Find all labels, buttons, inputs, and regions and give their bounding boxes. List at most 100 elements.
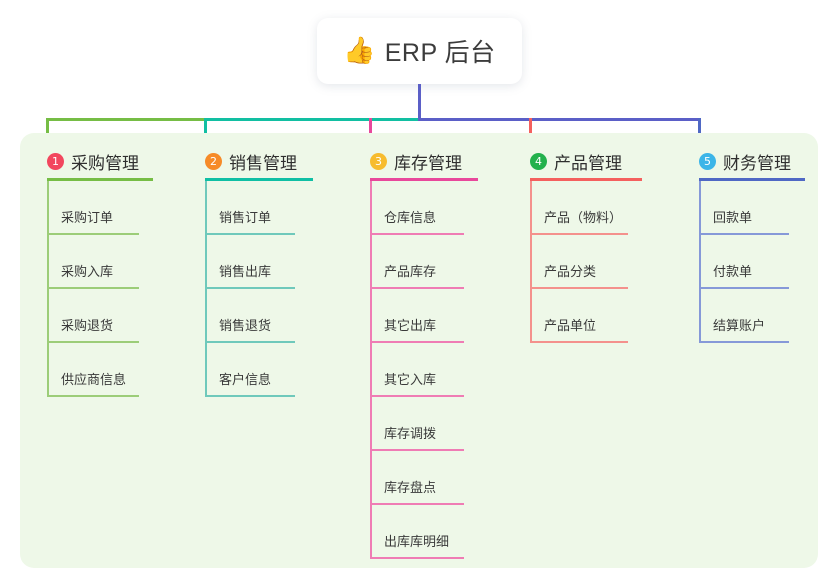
column-items: 仓库信息产品库存其它出库其它入库库存调拨库存盘点出库库明细: [370, 181, 518, 559]
column-number-badge: 2: [205, 152, 222, 170]
branch-column-库存管理: 3 库存管理仓库信息产品库存其它出库其它入库库存调拨库存盘点出库库明细: [370, 141, 518, 559]
leaf-item[interactable]: 采购订单: [47, 181, 193, 235]
leaf-item-underline: [205, 395, 295, 397]
leaf-item[interactable]: 回款单: [699, 181, 839, 235]
column-number-badge: 1: [47, 152, 64, 170]
leaf-item-label: 库存调拨: [384, 426, 437, 441]
column-spine: [370, 181, 372, 559]
leaf-item-label: 出库库明细: [384, 534, 450, 549]
leaf-item-label: 销售订单: [219, 210, 272, 225]
leaf-item[interactable]: 销售出库: [205, 235, 353, 289]
leaf-item-underline: [370, 395, 464, 397]
trunk-connector: [418, 84, 421, 121]
leaf-item-label: 采购入库: [61, 264, 114, 279]
leaf-item-label: 其它出库: [384, 318, 437, 333]
column-spine: [530, 181, 532, 343]
branches-panel: 1 采购管理采购订单采购入库采购退货供应商信息 2 销售管理销售订单销售出库销售退货客…: [20, 133, 818, 568]
leaf-item-label: 产品分类: [544, 264, 597, 279]
leaf-item[interactable]: 产品单位: [530, 289, 682, 343]
leaf-item[interactable]: 库存调拨: [370, 397, 518, 451]
leaf-item[interactable]: 销售订单: [205, 181, 353, 235]
leaf-item-underline: [699, 233, 789, 235]
leaf-item-label: 客户信息: [219, 372, 272, 387]
leaf-item[interactable]: 供应商信息: [47, 343, 193, 397]
leaf-item-label: 仓库信息: [384, 210, 437, 225]
column-header-采购管理[interactable]: 1 采购管理: [47, 141, 153, 181]
column-underline: [530, 178, 642, 181]
leaf-item-underline: [47, 395, 139, 397]
column-number-badge: 3: [370, 152, 387, 170]
leaf-item-label: 供应商信息: [61, 372, 127, 387]
leaf-item-underline: [47, 233, 139, 235]
column-underline: [699, 178, 805, 181]
column-title: 采购管理: [71, 153, 139, 173]
leaf-item[interactable]: 仓库信息: [370, 181, 518, 235]
root-node-erp-backend[interactable]: 👍 ERP 后台: [317, 18, 522, 84]
leaf-item[interactable]: 客户信息: [205, 343, 353, 397]
column-header-库存管理[interactable]: 3 库存管理: [370, 141, 478, 181]
leaf-item[interactable]: 库存盘点: [370, 451, 518, 505]
leaf-item-underline: [205, 233, 295, 235]
branch-drop-5: [698, 118, 701, 145]
leaf-item[interactable]: 产品库存: [370, 235, 518, 289]
leaf-item[interactable]: 采购退货: [47, 289, 193, 343]
column-spine: [47, 181, 49, 397]
leaf-item-label: 库存盘点: [384, 480, 437, 495]
leaf-item-label: 采购订单: [61, 210, 114, 225]
leaf-item-underline: [47, 341, 139, 343]
leaf-item-underline: [205, 287, 295, 289]
leaf-item-label: 销售出库: [219, 264, 272, 279]
branch-drop-4: [529, 118, 532, 145]
leaf-item-underline: [699, 287, 789, 289]
branch-column-采购管理: 1 采购管理采购订单采购入库采购退货供应商信息: [47, 141, 193, 397]
column-title: 财务管理: [723, 153, 791, 173]
branch-drop-2: [204, 118, 207, 145]
leaf-item-underline: [370, 503, 464, 505]
column-underline: [47, 178, 153, 181]
leaf-item[interactable]: 其它入库: [370, 343, 518, 397]
branch-drop-1: [46, 118, 49, 145]
leaf-item-underline: [205, 341, 295, 343]
column-underline: [370, 178, 478, 181]
connector-bar-teal: [204, 118, 420, 121]
column-title: 库存管理: [394, 153, 462, 173]
leaf-item[interactable]: 出库库明细: [370, 505, 518, 559]
column-header-销售管理[interactable]: 2 销售管理: [205, 141, 313, 181]
branch-column-财务管理: 5 财务管理回款单付款单结算账户: [699, 141, 839, 343]
branch-column-销售管理: 2 销售管理销售订单销售出库销售退货客户信息: [205, 141, 353, 397]
branch-drop-3: [369, 118, 372, 145]
leaf-item[interactable]: 采购入库: [47, 235, 193, 289]
leaf-item-label: 采购退货: [61, 318, 114, 333]
column-header-财务管理[interactable]: 5 财务管理: [699, 141, 805, 181]
leaf-item[interactable]: 产品（物料）: [530, 181, 682, 235]
leaf-item[interactable]: 产品分类: [530, 235, 682, 289]
thumbs-up-icon: 👍: [343, 36, 376, 66]
leaf-item-underline: [370, 341, 464, 343]
leaf-item-underline: [530, 287, 628, 289]
connector-bar-blue: [418, 118, 701, 121]
leaf-item-underline: [370, 557, 464, 559]
leaf-item-label: 回款单: [713, 210, 753, 225]
column-items: 回款单付款单结算账户: [699, 181, 839, 343]
column-items: 销售订单销售出库销售退货客户信息: [205, 181, 353, 397]
column-number-badge: 5: [699, 152, 716, 170]
leaf-item[interactable]: 结算账户: [699, 289, 839, 343]
column-spine: [205, 181, 207, 397]
leaf-item-underline: [530, 341, 628, 343]
leaf-item-underline: [699, 341, 789, 343]
connector-bar-green: [46, 118, 205, 121]
leaf-item[interactable]: 销售退货: [205, 289, 353, 343]
leaf-item-underline: [47, 287, 139, 289]
column-number-badge: 4: [530, 152, 547, 170]
leaf-item-underline: [370, 233, 464, 235]
leaf-item[interactable]: 付款单: [699, 235, 839, 289]
root-node-title: ERP 后台: [384, 39, 496, 67]
leaf-item-label: 付款单: [713, 264, 753, 279]
column-title: 销售管理: [229, 153, 297, 173]
leaf-item[interactable]: 其它出库: [370, 289, 518, 343]
column-underline: [205, 178, 313, 181]
column-items: 产品（物料） 产品分类产品单位: [530, 181, 682, 343]
